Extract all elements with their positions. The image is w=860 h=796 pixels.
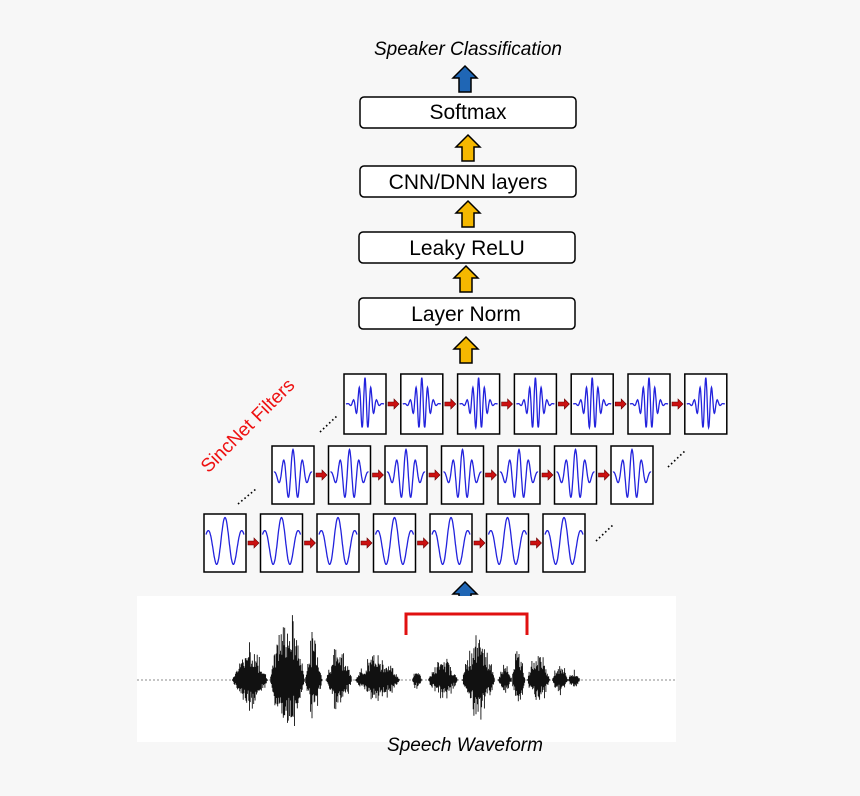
- window-bracket: [404, 612, 529, 635]
- speech-waveform-panel: [137, 596, 676, 742]
- filter-link-right-arrow-icon: [360, 537, 373, 549]
- sinc-filter: [627, 373, 671, 435]
- speech-waveform: [232, 615, 581, 726]
- top-caption: Speaker Classification: [374, 39, 562, 60]
- filter-link-right-arrow-icon: [444, 398, 457, 410]
- layer-softmax: Softmax: [359, 96, 577, 129]
- sinc-filter: [513, 373, 558, 435]
- sinc-filter: [570, 373, 614, 435]
- ellipsis-dots: [595, 523, 615, 542]
- ellipsis-dots: [667, 449, 687, 468]
- sinc-filter: [384, 445, 428, 505]
- sinc-filter: [343, 373, 387, 435]
- sinc-filter: [316, 513, 360, 573]
- layer-cnn-dnn: CNN/DNN layers: [359, 165, 577, 198]
- filter-link-right-arrow-icon: [530, 537, 542, 549]
- sinc-filter: [327, 445, 372, 505]
- filter-link-right-arrow-icon: [671, 398, 684, 410]
- layer-leaky-relu: Leaky ReLU: [358, 231, 576, 264]
- filter-link-right-arrow-icon: [501, 398, 514, 410]
- layer-up-arrow-icon: [452, 335, 480, 364]
- sinc-filter: [684, 373, 728, 435]
- filter-link-right-arrow-icon: [485, 469, 497, 481]
- filter-link-right-arrow-icon: [473, 537, 486, 549]
- layer-norm-label: Layer Norm: [411, 303, 521, 326]
- filter-link-right-arrow-icon: [304, 537, 316, 549]
- sinc-filter: [259, 513, 304, 573]
- sinc-filter: [542, 513, 586, 573]
- sinc-filter: [372, 513, 417, 573]
- layer-up-arrow-icon: [454, 133, 482, 162]
- sinc-filter: [400, 373, 444, 435]
- filter-link-right-arrow-icon: [387, 398, 400, 410]
- sinc-filter: [271, 445, 315, 505]
- ellipsis-dots: [237, 488, 257, 505]
- sinc-filter: [456, 373, 501, 435]
- layer-up-arrow-icon: [452, 264, 480, 293]
- filter-link-right-arrow-icon: [598, 469, 610, 481]
- layer-cnn-dnn-label: CNN/DNN layers: [389, 171, 548, 194]
- filter-link-right-arrow-icon: [614, 398, 627, 410]
- layer-leaky-relu-label: Leaky ReLU: [409, 237, 525, 260]
- sinc-filter: [610, 445, 654, 505]
- filter-link-right-arrow-icon: [315, 469, 328, 481]
- output-up-arrow-icon: [451, 64, 479, 93]
- filter-link-right-arrow-icon: [417, 537, 429, 549]
- filter-link-right-arrow-icon: [372, 469, 384, 481]
- layer-up-arrow-icon: [454, 199, 482, 228]
- sinc-filter: [429, 513, 473, 573]
- layer-softmax-label: Softmax: [429, 101, 507, 124]
- filter-link-right-arrow-icon: [541, 469, 554, 481]
- filter-link-right-arrow-icon: [428, 469, 441, 481]
- ellipsis-dots: [319, 414, 339, 433]
- sinc-filter: [485, 513, 530, 573]
- sinc-filter: [203, 513, 247, 573]
- layer-norm: Layer Norm: [358, 297, 576, 330]
- filter-link-right-arrow-icon: [558, 398, 570, 410]
- bottom-caption: Speech Waveform: [387, 735, 543, 756]
- sinc-filter: [497, 445, 541, 505]
- filter-link-right-arrow-icon: [247, 537, 260, 549]
- sinc-filter: [553, 445, 598, 505]
- sinc-filter: [440, 445, 485, 505]
